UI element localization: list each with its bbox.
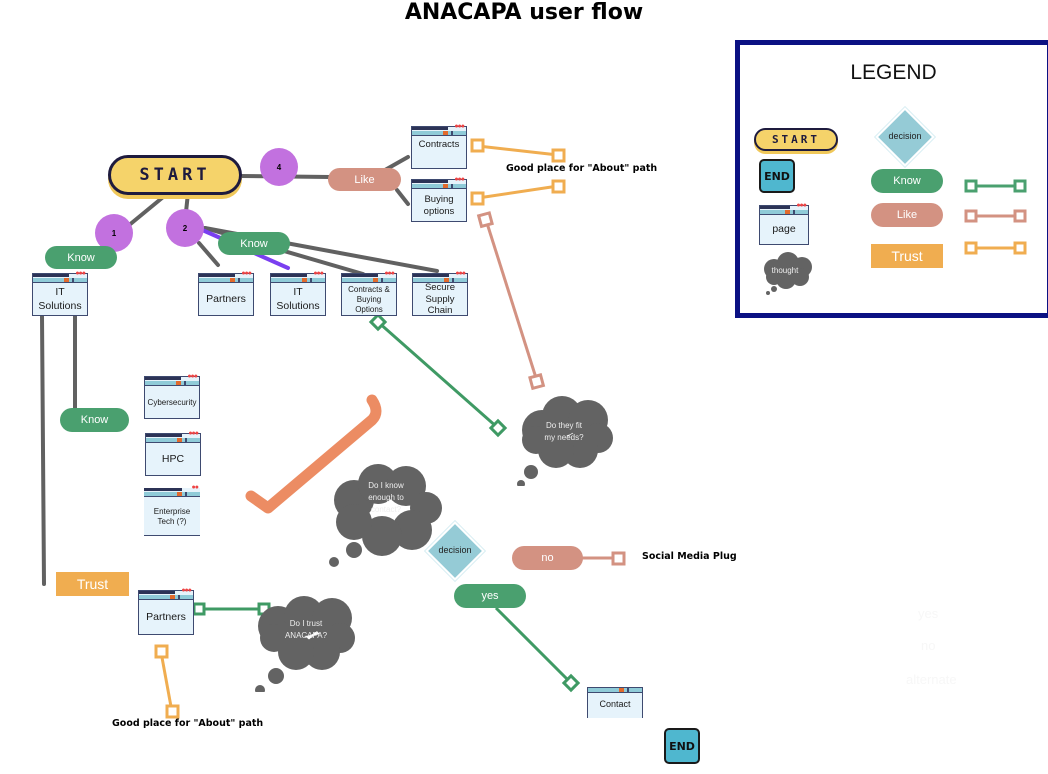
- note-about-bottom: Good place for "About" path: [112, 718, 264, 729]
- connector-handle: [154, 644, 169, 659]
- page-label: Cybersecurity: [147, 397, 197, 407]
- step-circle-1[interactable]: 1: [95, 214, 133, 252]
- legend-thought-label: thought: [771, 266, 799, 275]
- page-label: IT Solutions: [38, 286, 82, 312]
- page-label: Contracts & Buying Options: [348, 284, 390, 314]
- thought-cloud-icon: [764, 252, 812, 295]
- decision-yes-pill[interactable]: yes: [454, 584, 526, 608]
- connector-handle: [470, 138, 485, 153]
- connector-handle: [611, 551, 626, 566]
- legend-page: ●●● page: [759, 202, 809, 245]
- page-label: Enterprise Tech (?): [153, 506, 191, 526]
- connector-handle: [368, 312, 388, 332]
- thought-text: Do I trust ANACAPA?: [284, 619, 328, 640]
- step-number: 1: [111, 228, 117, 238]
- legend-trust: Trust: [871, 244, 943, 268]
- connector-it-left-1: [40, 314, 46, 586]
- know-pill-2[interactable]: Know: [218, 232, 290, 255]
- connector-handle: [488, 418, 508, 438]
- note-about-top: Good place for "About" path: [506, 163, 658, 174]
- page-partners-bottom[interactable]: ●●● Partners: [138, 587, 194, 635]
- page-contracts-buying-options[interactable]: ●●● Contracts & Buying Options: [341, 270, 397, 316]
- legend-like: Like: [871, 203, 943, 227]
- connector-handle: [165, 704, 180, 719]
- page-contact[interactable]: Contact: [587, 687, 643, 718]
- legend-connectors: [964, 179, 1027, 255]
- page-enterprise-tech[interactable]: ●● Enterprise Tech (?): [144, 484, 200, 536]
- note-social-media: Social Media Plug: [642, 551, 737, 562]
- legend-start: START: [754, 128, 838, 151]
- page-label: IT Solutions: [276, 286, 320, 312]
- thought-text: Do they fit my needs?: [544, 421, 584, 442]
- start-label: START: [139, 165, 211, 185]
- connector-step2-partners: [197, 241, 220, 267]
- connector-like-buying: [395, 188, 410, 206]
- end-node[interactable]: END: [664, 728, 700, 764]
- page-hpc[interactable]: ●●● HPC: [145, 430, 201, 476]
- page-secure-supply-chain[interactable]: ●●● Secure Supply Chain: [412, 270, 468, 317]
- connector-start-step1: [126, 196, 164, 228]
- legend-end: END: [759, 159, 795, 193]
- legend-title: LEGEND: [850, 61, 937, 84]
- page-label: Partners: [146, 610, 186, 623]
- orange-check-mark: [245, 394, 382, 514]
- thought-know-enough: Do I know enough to contact?: [326, 462, 446, 572]
- end-label: END: [669, 739, 695, 753]
- legend-panel: LEGEND START END ●●● page thought decisi…: [735, 40, 1048, 318]
- trust-box[interactable]: Trust: [56, 572, 129, 596]
- like-pill[interactable]: Like: [328, 168, 401, 191]
- thought-text: Do I know enough to contact?: [368, 481, 404, 514]
- faint-label-yes: yes: [918, 606, 939, 621]
- thought-trust-anacapa: Do I trust ANACAPA?: [252, 596, 360, 695]
- connector-handle: [470, 191, 485, 206]
- connector-handle: [528, 373, 546, 391]
- faint-label-alternate: alternate: [906, 672, 957, 687]
- page-partners-top[interactable]: ●●● Partners: [198, 270, 254, 316]
- connector-handle: [192, 602, 206, 616]
- legend-end-label: END: [764, 169, 790, 183]
- decision-label: decision: [438, 545, 472, 555]
- page-contracts[interactable]: ●●● Contracts: [411, 123, 467, 169]
- connector-start-step2: [184, 191, 190, 214]
- page-it-solutions-left[interactable]: ●●● IT Solutions: [32, 270, 88, 316]
- page-label: Secure Supply Chain: [424, 281, 456, 317]
- legend-thought: thought: [760, 251, 816, 297]
- faint-label-no: no: [921, 638, 936, 653]
- know-pill-1[interactable]: Know: [45, 246, 117, 269]
- page-label: Contracts: [418, 139, 460, 150]
- thought-cloud-icon: [255, 596, 355, 695]
- connector-handle: [551, 148, 566, 163]
- thought-cloud-icon: [517, 396, 613, 488]
- legend-know: Know: [871, 169, 943, 193]
- step-circle-2[interactable]: 2: [166, 209, 204, 247]
- legend-page-label: page: [772, 223, 796, 236]
- page-it-solutions-mid[interactable]: ●●● IT Solutions: [270, 270, 326, 316]
- connector-handle: [561, 673, 581, 693]
- thought-cloud-icon: [329, 464, 442, 567]
- decision-no-pill[interactable]: no: [512, 546, 583, 570]
- connector-handle: [551, 179, 566, 194]
- page-cybersecurity[interactable]: ●●● Cybersecurity: [144, 373, 200, 419]
- start-node[interactable]: START: [108, 155, 242, 195]
- connector-like-contracts: [383, 155, 410, 172]
- legend-decision-label: decision: [888, 131, 922, 141]
- page-label: Partners: [206, 292, 246, 305]
- page-label: Contact: [599, 699, 631, 710]
- step-number: 2: [182, 223, 188, 233]
- page-label: HPC: [161, 452, 185, 465]
- know-pill-3[interactable]: Know: [60, 408, 129, 432]
- diagram-title: ANACAPA user flow: [404, 0, 644, 25]
- page-buying-options[interactable]: ●●● Buying options: [411, 176, 467, 222]
- page-label: Buying options: [423, 193, 455, 217]
- step-number: 4: [276, 162, 282, 172]
- legend-start-label: START: [771, 133, 821, 146]
- step-circle-4[interactable]: 4: [260, 148, 298, 186]
- thought-fit-needs: Do they fit my needs?: [512, 390, 616, 488]
- connector-handle: [476, 211, 494, 229]
